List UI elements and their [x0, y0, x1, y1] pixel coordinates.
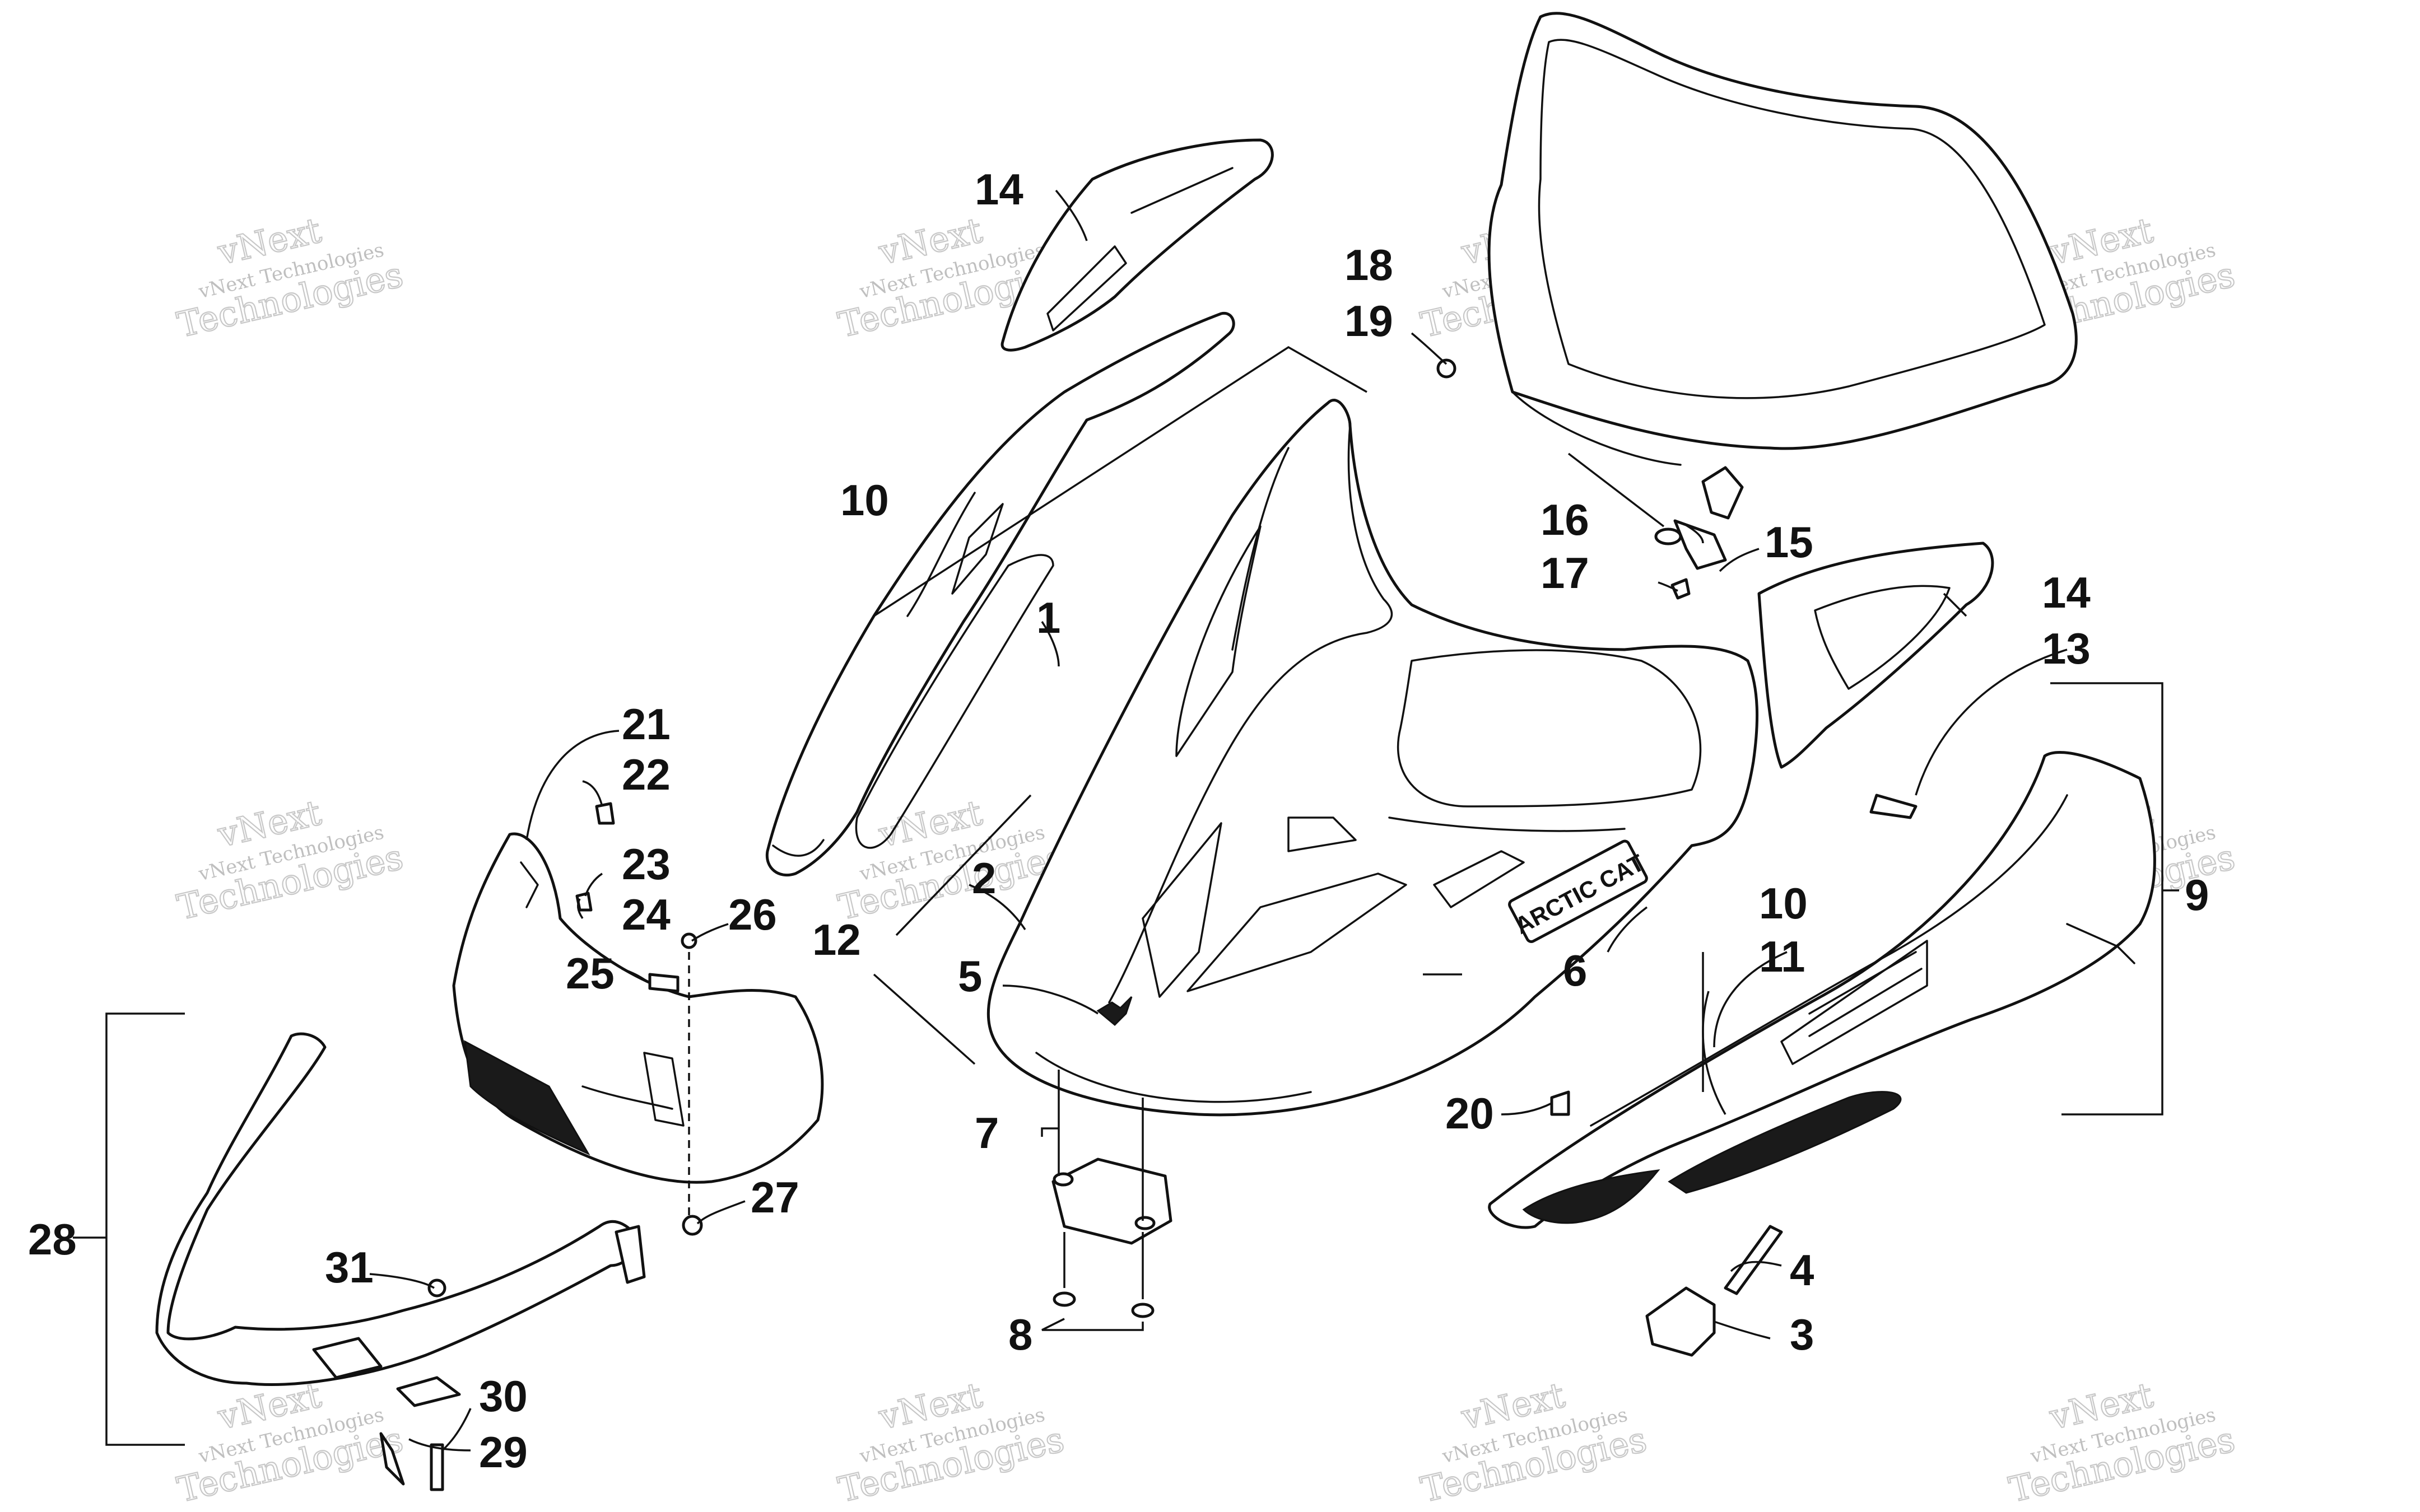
windshield	[1487, 12, 2078, 466]
callout-30: 30	[479, 1371, 528, 1421]
callout-18: 18	[1344, 240, 1393, 290]
hood-hinge-bracket	[1051, 1158, 1172, 1318]
callout-13: 13	[2042, 624, 2091, 673]
callout-2: 2	[972, 853, 996, 903]
callout-21: 21	[622, 699, 671, 749]
callout-27: 27	[751, 1173, 799, 1222]
watermark: vNext vNext Technologies Technologies	[173, 209, 407, 346]
watermark: vNext vNext Technologies Technologies	[1417, 1374, 1651, 1511]
front-bumper	[155, 1032, 646, 1486]
windshield-bracket	[1654, 466, 1744, 600]
callout-6: 6	[1563, 946, 1587, 995]
callout-10: 10	[840, 475, 889, 525]
hood: ARCTIC CAT	[986, 399, 1759, 1117]
watermark: vNext vNext Technologies Technologies	[834, 1374, 1068, 1511]
callout-24: 24	[622, 890, 671, 939]
callout-12: 12	[812, 915, 861, 964]
callout-22: 22	[622, 750, 671, 799]
nose-cone	[452, 832, 824, 1184]
grommet	[1436, 358, 1456, 379]
callout-25: 25	[566, 949, 615, 998]
callout-7: 7	[975, 1108, 999, 1158]
callout-1: 1	[1036, 593, 1060, 642]
callout-15: 15	[1765, 517, 1813, 567]
callout-23: 23	[622, 839, 671, 889]
hardware	[427, 794, 1918, 1491]
callout-19: 19	[1344, 296, 1393, 346]
group-bracket-28	[105, 1012, 185, 1446]
callout-11: 11	[1759, 932, 1805, 981]
callout-labels: 14 18 19 10 1 16 17 15 14 13 21 22 23 24…	[28, 165, 2209, 1477]
callout-14: 14	[2042, 568, 2091, 617]
cat-emblem	[1096, 996, 1133, 1026]
top-vent	[1000, 138, 1274, 352]
callout-17: 17	[1541, 548, 1589, 598]
callout-10: 10	[1759, 879, 1808, 928]
callout-8: 8	[1008, 1310, 1032, 1359]
group-bracket-9	[2050, 682, 2163, 1116]
right-vent-plate	[1757, 542, 1994, 769]
callout-28: 28	[28, 1215, 77, 1264]
callout-26: 26	[728, 890, 777, 939]
leader-lines	[369, 189, 2068, 1452]
watermark: vNext vNext Technologies Technologies	[173, 791, 407, 928]
callout-14: 14	[975, 165, 1023, 214]
callout-4: 4	[1790, 1245, 1814, 1295]
callout-31: 31	[325, 1243, 374, 1292]
callout-20: 20	[1445, 1089, 1494, 1138]
callout-29: 29	[479, 1427, 528, 1477]
left-side-panel	[765, 311, 1235, 877]
watermark: vNext vNext Technologies Technologies	[2005, 1374, 2239, 1511]
callout-3: 3	[1790, 1310, 1814, 1359]
right-side-panel	[1488, 751, 2156, 1229]
callout-16: 16	[1541, 495, 1589, 544]
callout-5: 5	[958, 951, 982, 1001]
callout-9: 9	[2185, 870, 2209, 920]
